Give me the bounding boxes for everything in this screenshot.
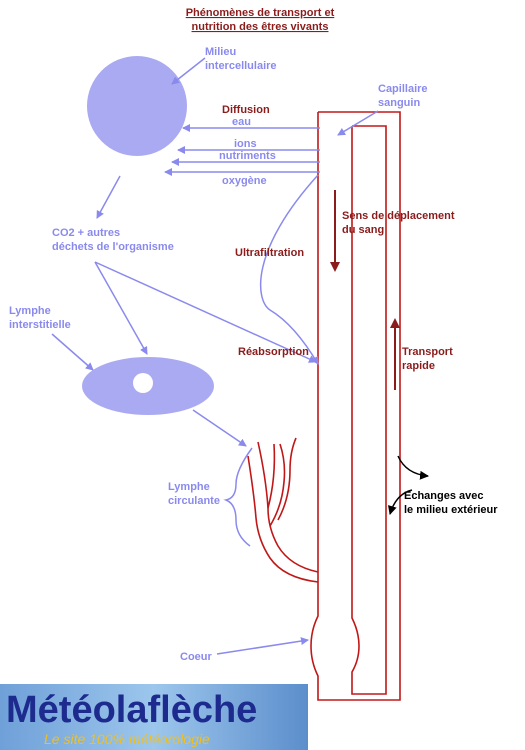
arrow-cell-to-co2 — [96, 175, 121, 219]
logo-tagline: Le site 100% météorologie — [44, 731, 210, 747]
label-lymphe-interstitielle-line-2: interstitielle — [9, 319, 71, 331]
label-lymphe-interstitielle-line-1: Lymphe — [9, 305, 51, 317]
lymph-circulante-bracket — [223, 447, 253, 547]
arrow-coeur — [216, 637, 309, 655]
logo-name: Météolaflèche — [6, 689, 257, 731]
lymph-cell-nucleus — [133, 373, 153, 393]
label-milieu-line-1: Milieu — [205, 46, 236, 58]
arrow-echanges-out — [397, 455, 429, 480]
label-ions: ions — [234, 138, 257, 150]
label-echanges-line-1: Echanges avec — [404, 490, 484, 502]
label-ultrafiltration: Ultrafiltration — [235, 247, 304, 259]
label-co2-line-2: déchets de l'organisme — [52, 241, 174, 253]
label-nutriments: nutriments — [219, 150, 276, 162]
meteolafleche-logo: Météolaflèche Le site 100% météorologie — [0, 684, 308, 750]
label-lymphe-circulante-line-2: circulante — [168, 495, 220, 507]
label-oxygene: oxygène — [222, 175, 267, 187]
arrow-capillaire — [337, 110, 379, 136]
arrow-co2-to-reabsorption — [94, 261, 317, 363]
label-sens-line-2: du sang — [342, 224, 384, 236]
title-line-1: Phénomènes de transport et — [186, 7, 335, 19]
label-lymphe-circulante-line-1: Lymphe — [168, 481, 210, 493]
arrow-lymph-to-vessel — [192, 409, 247, 447]
label-capillaire-line-1: Capillaire — [378, 83, 428, 95]
arrow-milieu — [171, 57, 206, 85]
label-transport-line-1: Transport — [402, 346, 453, 358]
label-transport-line-2: rapide — [402, 360, 435, 372]
label-diffusion: Diffusion — [222, 104, 270, 116]
label-co2-line-1: CO2 + autres — [52, 227, 120, 239]
label-capillaire-line-2: sanguin — [378, 97, 420, 109]
label-milieu-line-2: intercellulaire — [205, 60, 277, 72]
label-echanges-line-2: le milieu extérieur — [404, 504, 498, 516]
lymphatic-vessels — [247, 437, 319, 583]
arrow-echanges-in — [387, 489, 413, 515]
capillary-vessel-loop — [351, 125, 387, 695]
arrow-lymphe-interstitielle — [51, 333, 94, 371]
intercellular-cell — [87, 56, 187, 156]
capillary-vessel-outer — [310, 111, 401, 701]
label-sens-line-1: Sens de déplacement — [342, 210, 455, 222]
label-coeur: Coeur — [180, 651, 213, 663]
arrow-co2-to-lymph — [94, 261, 148, 355]
title-line-2: nutrition des êtres vivants — [192, 21, 329, 33]
logo-background — [0, 684, 308, 750]
label-eau: eau — [232, 116, 251, 128]
ultrafiltration-curve — [259, 174, 319, 365]
label-reabsorption: Réabsorption — [238, 346, 309, 358]
